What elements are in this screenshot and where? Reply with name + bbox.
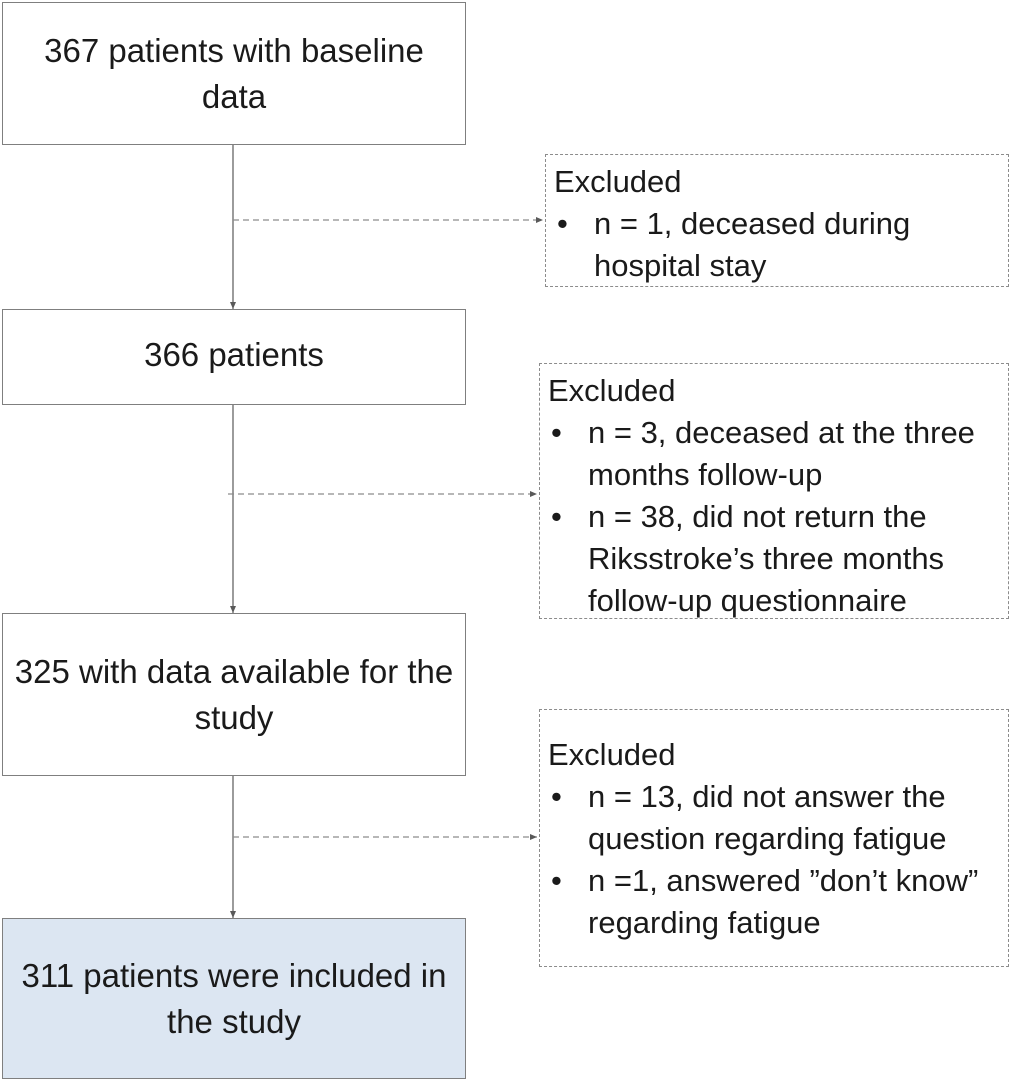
exclusion-2-item-2: n = 38, did not return the Riksstroke’s … <box>548 496 1000 622</box>
box-366-text: 366 patients <box>144 336 324 373</box>
exclusion-2-list: n = 3, deceased at the three months foll… <box>548 412 1000 622</box>
box-available-data: 325 with data available for the study <box>2 613 466 776</box>
box-baseline-text: 367 patients with baseline data <box>44 31 424 115</box>
exclusion-3-item-2: n =1, answered ”don’t know” regarding fa… <box>548 860 1000 944</box>
box-baseline-patients: 367 patients with baseline data <box>2 2 466 145</box>
exclusion-3-item-1: n = 13, did not answer the question rega… <box>548 776 1000 860</box>
exclusion-1-title: Excluded <box>554 164 682 199</box>
exclusion-3-list: n = 13, did not answer the question rega… <box>548 776 1000 944</box>
box-included-text: 311 patients were included in the study <box>21 956 447 1040</box>
exclusion-box-1: Excluded n = 1, deceased during hospital… <box>545 154 1009 287</box>
exclusion-2-item-1: n = 3, deceased at the three months foll… <box>548 412 1000 496</box>
box-366-patients: 366 patients <box>2 309 466 405</box>
exclusion-box-2: Excluded n = 3, deceased at the three mo… <box>539 363 1009 619</box>
exclusion-box-3: Excluded n = 13, did not answer the ques… <box>539 709 1009 967</box>
exclusion-3-title: Excluded <box>548 737 676 772</box>
exclusion-1-list: n = 1, deceased during hospital stay <box>554 203 1000 287</box>
box-available-text: 325 with data available for the study <box>14 652 454 736</box>
exclusion-1-item-1: n = 1, deceased during hospital stay <box>554 203 1000 287</box>
box-included-patients: 311 patients were included in the study <box>2 918 466 1079</box>
exclusion-2-title: Excluded <box>548 373 676 408</box>
